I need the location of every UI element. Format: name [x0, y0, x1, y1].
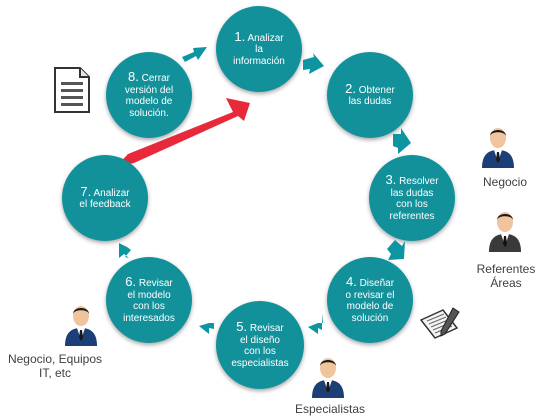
step-2-label: 2. Obtener las dudas: [345, 80, 395, 108]
step-6: 6. Revisar el modelo con los interesados: [106, 257, 192, 343]
role-negocio: Negocio: [482, 175, 528, 189]
role-negocio-equipos: Negocio, Equipos IT, etc: [7, 352, 103, 380]
arrow-4-5: [308, 313, 323, 334]
arrow-6-7: [119, 243, 131, 258]
step-7: 7. Analizar el feedback: [62, 155, 148, 241]
step-4: 4. Diseñar o revisar el modelo de soluci…: [327, 257, 413, 343]
arrow-2-3: [393, 128, 411, 154]
arrow-3-4: [387, 240, 405, 260]
role-especialistas: Especialistas: [294, 402, 366, 416]
document-icon: [53, 66, 91, 114]
step-5-label: 5. Revisar el diseño con los especialist…: [231, 319, 289, 369]
step-5: 5. Revisar el diseño con los especialist…: [216, 301, 304, 389]
step-8: 8. Cerrar versión del modelo de solución…: [106, 52, 192, 138]
businessman-icon-referentes: [488, 206, 522, 252]
step-6-label: 6. Revisar el modelo con los interesados: [123, 274, 175, 324]
pencil-paper-icon: [419, 306, 463, 342]
businessman-icon-negocio: [481, 122, 515, 168]
arrow-8-1: [182, 47, 207, 62]
businessman-icon-negocio-equipos: [64, 300, 98, 346]
step-4-label: 4. Diseñar o revisar el modelo de soluci…: [345, 274, 395, 324]
role-referentes: Referentes Áreas: [476, 262, 536, 290]
arrow-5-6: [199, 314, 214, 334]
step-2: 2. Obtener las dudas: [327, 52, 413, 138]
step-1-label: 1. Analizar la información: [233, 28, 285, 67]
step-3: 3. Resolver las dudas con los referentes: [369, 155, 455, 241]
step-3-label: 3. Resolver las dudas con los referentes: [385, 172, 439, 222]
step-7-label: 7. Analizar el feedback: [79, 183, 131, 211]
businessman-icon-especialistas: [311, 352, 345, 398]
arrow-1-2: [303, 53, 324, 74]
step-8-label: 8. Cerrar versión del modelo de solución…: [124, 69, 174, 119]
step-1: 1. Analizar la información: [216, 6, 302, 92]
